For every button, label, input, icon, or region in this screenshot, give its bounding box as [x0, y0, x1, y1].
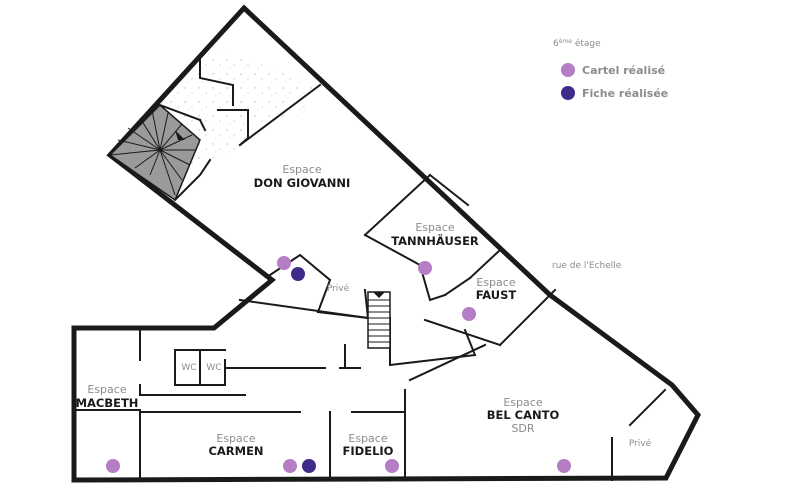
room-name: MACBETH — [76, 396, 139, 410]
room-tannhauser: Espace TANNHÄUSER — [391, 221, 479, 248]
room-carmen: Espace CARMEN — [208, 432, 263, 458]
room-name: FIDELIO — [343, 444, 394, 458]
room-faust: Espace FAUST — [476, 276, 517, 302]
room-don-giovanni: Espace DON GIOVANNI — [254, 163, 351, 190]
room-sub: SDR — [511, 422, 534, 435]
room-prefix: Espace — [348, 432, 387, 445]
private-label-bottom: Privé — [629, 438, 652, 449]
private-label-top: Privé — [327, 283, 350, 294]
legend: 6ème étage Cartel réalisé Fiche réalisée — [553, 38, 668, 100]
spiral-staircase — [108, 103, 201, 202]
room-fidelio: Espace FIDELIO — [343, 432, 394, 458]
room-prefix: Espace — [503, 396, 542, 409]
room-macbeth: Espace MACBETH — [76, 383, 139, 410]
straight-staircase — [367, 291, 391, 349]
marker-bel-canto-cartel — [557, 459, 571, 473]
room-name: DON GIOVANNI — [254, 176, 351, 190]
legend-fiche-dot — [561, 86, 575, 100]
room-name: BEL CANTO — [487, 408, 560, 422]
room-prefix: Espace — [476, 276, 515, 289]
marker-don-giovanni-fiche — [291, 267, 305, 281]
legend-cartel-label: Cartel réalisé — [582, 64, 665, 77]
room-name: CARMEN — [208, 444, 263, 458]
marker-tannhauser-cartel — [418, 261, 432, 275]
marker-carmen-cartel — [283, 459, 297, 473]
legend-fiche-label: Fiche réalisée — [582, 87, 668, 100]
room-prefix: Espace — [87, 383, 126, 396]
marker-don-giovanni-cartel — [277, 256, 291, 270]
legend-floor-title: 6ème étage — [553, 38, 601, 49]
markers — [106, 256, 571, 473]
room-prefix: Espace — [282, 163, 321, 176]
marker-macbeth-cartel — [106, 459, 120, 473]
room-prefix: Espace — [216, 432, 255, 445]
outer-walls — [71, 4, 701, 483]
wc-label-1: WC — [181, 363, 196, 373]
marker-faust-cartel — [462, 307, 476, 321]
marker-fidelio-cartel — [385, 459, 399, 473]
room-bel-canto: Espace BEL CANTO SDR — [487, 396, 560, 435]
room-name: TANNHÄUSER — [391, 233, 479, 248]
wc-label-2: WC — [206, 363, 221, 373]
street-label: rue de l'Echelle — [552, 261, 622, 271]
room-prefix: Espace — [415, 221, 454, 234]
legend-cartel-dot — [561, 63, 575, 77]
room-name: FAUST — [476, 288, 517, 302]
marker-carmen-fiche — [302, 459, 316, 473]
